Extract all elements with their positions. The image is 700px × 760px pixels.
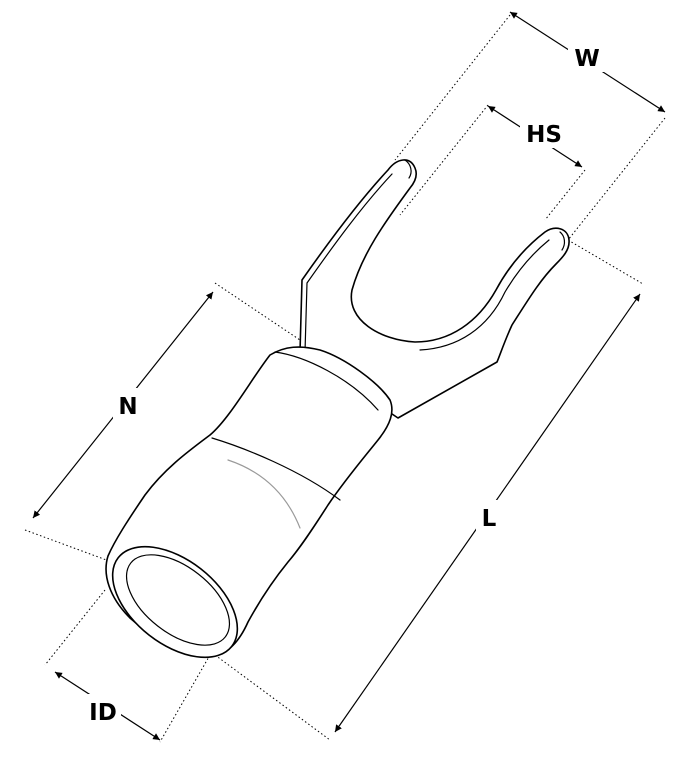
- n-label-bg: [113, 388, 143, 420]
- barrel-inner-rim: [125, 554, 231, 646]
- fork-rim-right: [559, 231, 566, 251]
- sleeve-highlight: [227, 459, 301, 529]
- w-label-bg: [568, 40, 608, 72]
- fork-inner-edge: [304, 173, 393, 353]
- sleeve-waist: [211, 437, 341, 501]
- spade-terminal: [105, 159, 570, 659]
- hs-label-bg: [520, 116, 566, 148]
- n-label: N: [118, 394, 137, 420]
- l-label-bg: [476, 500, 502, 532]
- id-label: ID: [89, 700, 117, 726]
- hs-label: HS: [526, 122, 562, 148]
- barrel-outer-rim: [111, 545, 239, 659]
- l-label: L: [482, 506, 497, 532]
- w-label: W: [574, 46, 599, 72]
- extension-lines: [24, 14, 666, 743]
- fork-rim-left: [404, 159, 412, 179]
- id-label-bg: [85, 694, 121, 726]
